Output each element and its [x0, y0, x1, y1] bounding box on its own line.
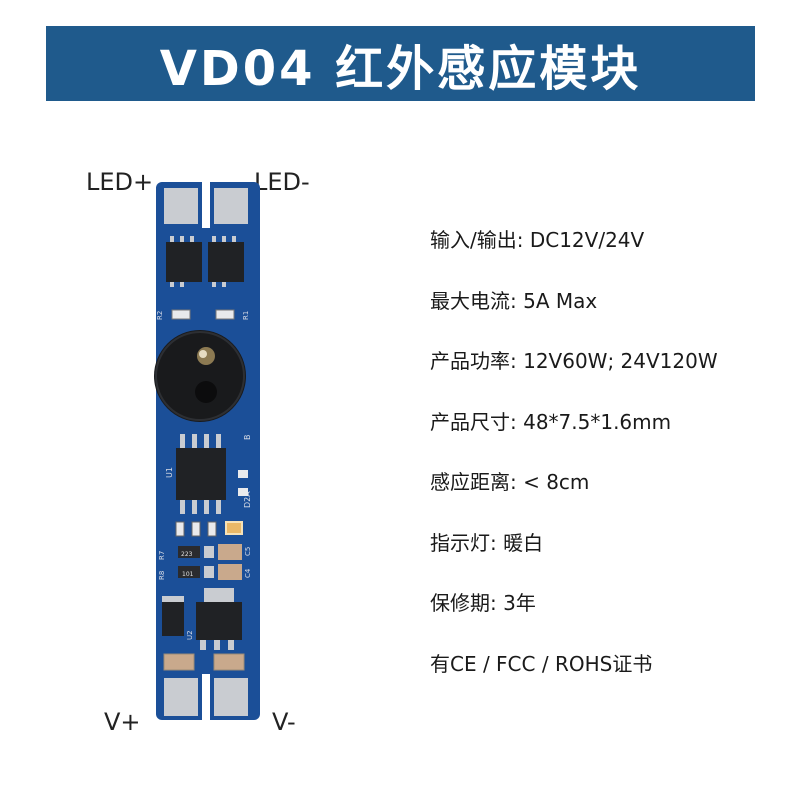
capacitor-c4 [218, 564, 242, 580]
indicator-led [225, 521, 243, 535]
voltage-regulator-u2 [196, 602, 242, 640]
resistor-223 [178, 546, 200, 558]
silk-d2a: D2A [243, 491, 252, 508]
spec-list: 输入/输出: DC12V/24V 最大电流: 5A Max 产品功率: 12V6… [430, 222, 790, 706]
page-title: VD04 红外感应模块 [159, 40, 642, 97]
spec-sensing-distance: 感应距离: < 8cm [430, 470, 590, 494]
capacitor-bottom-1 [163, 653, 195, 671]
sensor-window [195, 381, 217, 403]
resistor-101 [178, 566, 200, 578]
capacitor-small-1 [175, 521, 185, 537]
spec-power: 产品功率: 12V60W; 24V120W [430, 349, 718, 373]
mosfet-1 [166, 242, 202, 282]
silk-223: 223 [181, 551, 193, 558]
spec-dimensions: 产品尺寸: 48*7.5*1.6mm [430, 409, 672, 434]
resistor-r1 [215, 309, 235, 320]
pir-sensor [154, 330, 246, 422]
capacitor-small-2 [191, 521, 201, 537]
pin-label-v-plus: V+ [104, 708, 141, 736]
pin-label-led-plus: LED+ [86, 168, 154, 196]
capacitor-small-3 [207, 521, 217, 537]
spec-certifications: 有CE / FCC / ROHS证书 [430, 651, 653, 676]
bottom-notch [202, 674, 210, 720]
pin-label-led-minus: LED- [254, 168, 310, 196]
capacitor-c5 [218, 544, 242, 560]
silk-r8: R8 [158, 571, 166, 580]
top-notch [202, 182, 210, 228]
silk-r1: R1 [242, 311, 250, 320]
silk-u1: U1 [165, 467, 174, 478]
pad-led-plus [164, 188, 198, 224]
pad-led-minus [214, 188, 248, 224]
spec-warranty: 保修期: 3年 [430, 591, 536, 615]
silk-r2: R2 [156, 311, 164, 320]
pcb-board-image: R2 R1 U1 B D2A 223 R7 C5 101 R8 C4 U2 [154, 182, 260, 720]
spec-max-current: 最大电流: 5A Max [430, 288, 598, 313]
silk-u2: U2 [186, 630, 194, 640]
spec-input-output: 输入/输出: DC12V/24V [430, 228, 645, 252]
silk-c5: C5 [244, 547, 252, 556]
title-banner: VD04 红外感应模块 [46, 26, 755, 101]
pad-v-minus [214, 678, 248, 716]
diode [162, 596, 184, 636]
resistor-r2 [171, 309, 191, 320]
pin-label-v-minus: V- [272, 708, 296, 736]
silk-101: 101 [182, 571, 194, 578]
silk-c4: C4 [244, 568, 252, 578]
ic-u1 [176, 448, 226, 500]
silk-r7: R7 [158, 551, 166, 560]
mosfet-2 [208, 242, 244, 282]
silk-b: B [243, 435, 252, 441]
capacitor-bottom-2 [213, 653, 245, 671]
spec-indicator: 指示灯: 暖白 [430, 530, 544, 555]
pad-v-plus [164, 678, 198, 716]
